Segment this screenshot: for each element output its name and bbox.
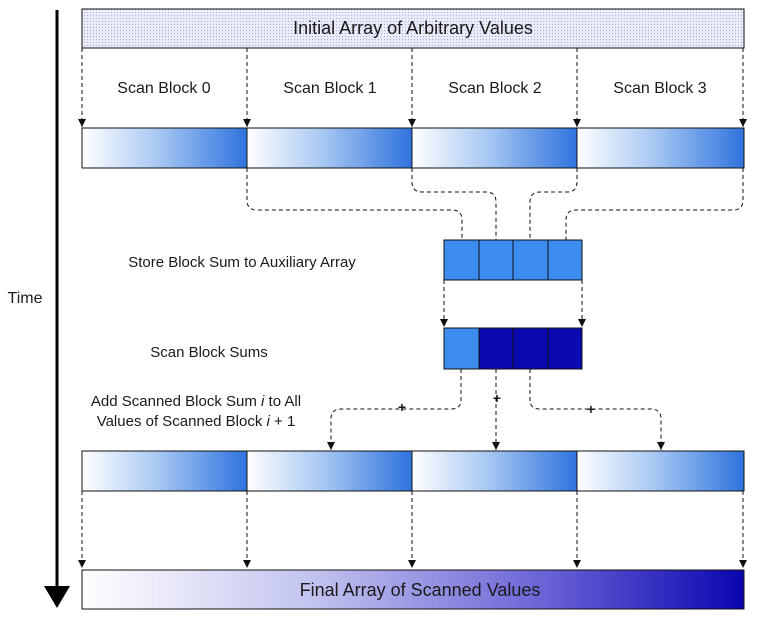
add-label-line-2: Values of Scanned Block i + 1 bbox=[97, 413, 296, 430]
aux-cell-1 bbox=[478, 239, 514, 281]
add-label-line-2-prefix: Values of Scanned Block bbox=[97, 413, 267, 430]
add-label-line-1-suffix: to All bbox=[264, 393, 301, 410]
scanned-blocks-row bbox=[81, 127, 745, 169]
scanned-block-1 bbox=[246, 127, 413, 169]
initial-array-label: Initial Array of Arbitrary Values bbox=[293, 18, 533, 38]
scan-block-label-0: Scan Block 0 bbox=[117, 80, 210, 97]
sum-arrow-1 bbox=[411, 168, 500, 258]
scanned-block-0 bbox=[81, 127, 248, 169]
scanned-block-2 bbox=[411, 127, 578, 169]
add-block-sum-label: Add Scanned Block Sum i to All Values of… bbox=[91, 393, 301, 430]
scan-block-label-1: Scan Block 1 bbox=[283, 80, 376, 97]
updated-block-1 bbox=[246, 450, 413, 492]
scan-sum-cell-3 bbox=[547, 327, 583, 370]
add-arrow-3 bbox=[529, 369, 665, 450]
final-array-label: Final Array of Scanned Values bbox=[300, 580, 541, 600]
plus-sign-2: + bbox=[493, 390, 501, 406]
sum-arrow-3 bbox=[562, 168, 744, 258]
initial-array-box bbox=[81, 8, 745, 49]
aux-cell-2 bbox=[512, 239, 549, 281]
final-array: Final Array of Scanned Values bbox=[81, 569, 745, 610]
scan-block-labels: Scan Block 0 Scan Block 1 Scan Block 2 S… bbox=[117, 80, 706, 97]
add-label-line-1: Add Scanned Block Sum i to All bbox=[91, 393, 301, 410]
scan-block-label-2: Scan Block 2 bbox=[448, 80, 541, 97]
scan-block-label-3: Scan Block 3 bbox=[613, 80, 706, 97]
sum-arrow-0 bbox=[246, 168, 466, 258]
initial-array: Initial Array of Arbitrary Values bbox=[81, 8, 745, 49]
time-axis: Time bbox=[8, 10, 70, 608]
store-block-sum-label: Store Block Sum to Auxiliary Array bbox=[128, 254, 356, 271]
plus-sign-3: + bbox=[587, 401, 595, 417]
updated-block-0 bbox=[81, 450, 248, 492]
aux-to-scan-arrows bbox=[440, 280, 586, 327]
auxiliary-array bbox=[443, 239, 583, 281]
merge-arrows bbox=[78, 491, 747, 568]
final-array-box bbox=[81, 569, 745, 610]
scanned-block-sums bbox=[443, 327, 583, 370]
updated-block-3 bbox=[576, 450, 745, 492]
aux-cell-3 bbox=[547, 239, 583, 281]
plus-sign-1: + bbox=[398, 399, 406, 415]
time-axis-arrowhead bbox=[44, 586, 70, 608]
scan-sum-cell-0 bbox=[443, 327, 480, 370]
add-label-line-2-suffix: + 1 bbox=[270, 413, 295, 430]
time-label: Time bbox=[8, 290, 43, 307]
updated-block-2 bbox=[411, 450, 578, 492]
scan-sum-cell-2 bbox=[512, 327, 549, 370]
split-arrows bbox=[78, 48, 747, 127]
add-label-line-2-italic: i bbox=[267, 413, 271, 430]
updated-blocks-row bbox=[81, 450, 745, 492]
sum-arrow-2 bbox=[526, 168, 578, 258]
scan-block-sums-label: Scan Block Sums bbox=[150, 344, 268, 361]
scanned-block-3 bbox=[576, 127, 745, 169]
add-label-line-1-prefix: Add Scanned Block Sum bbox=[91, 393, 261, 410]
add-label-line-1-italic: i bbox=[261, 393, 265, 410]
add-arrows bbox=[327, 369, 665, 450]
add-arrow-1 bbox=[327, 369, 462, 450]
scan-sum-cell-1 bbox=[478, 327, 514, 370]
aux-cell-0 bbox=[443, 239, 480, 281]
sum-arrows bbox=[246, 168, 744, 258]
